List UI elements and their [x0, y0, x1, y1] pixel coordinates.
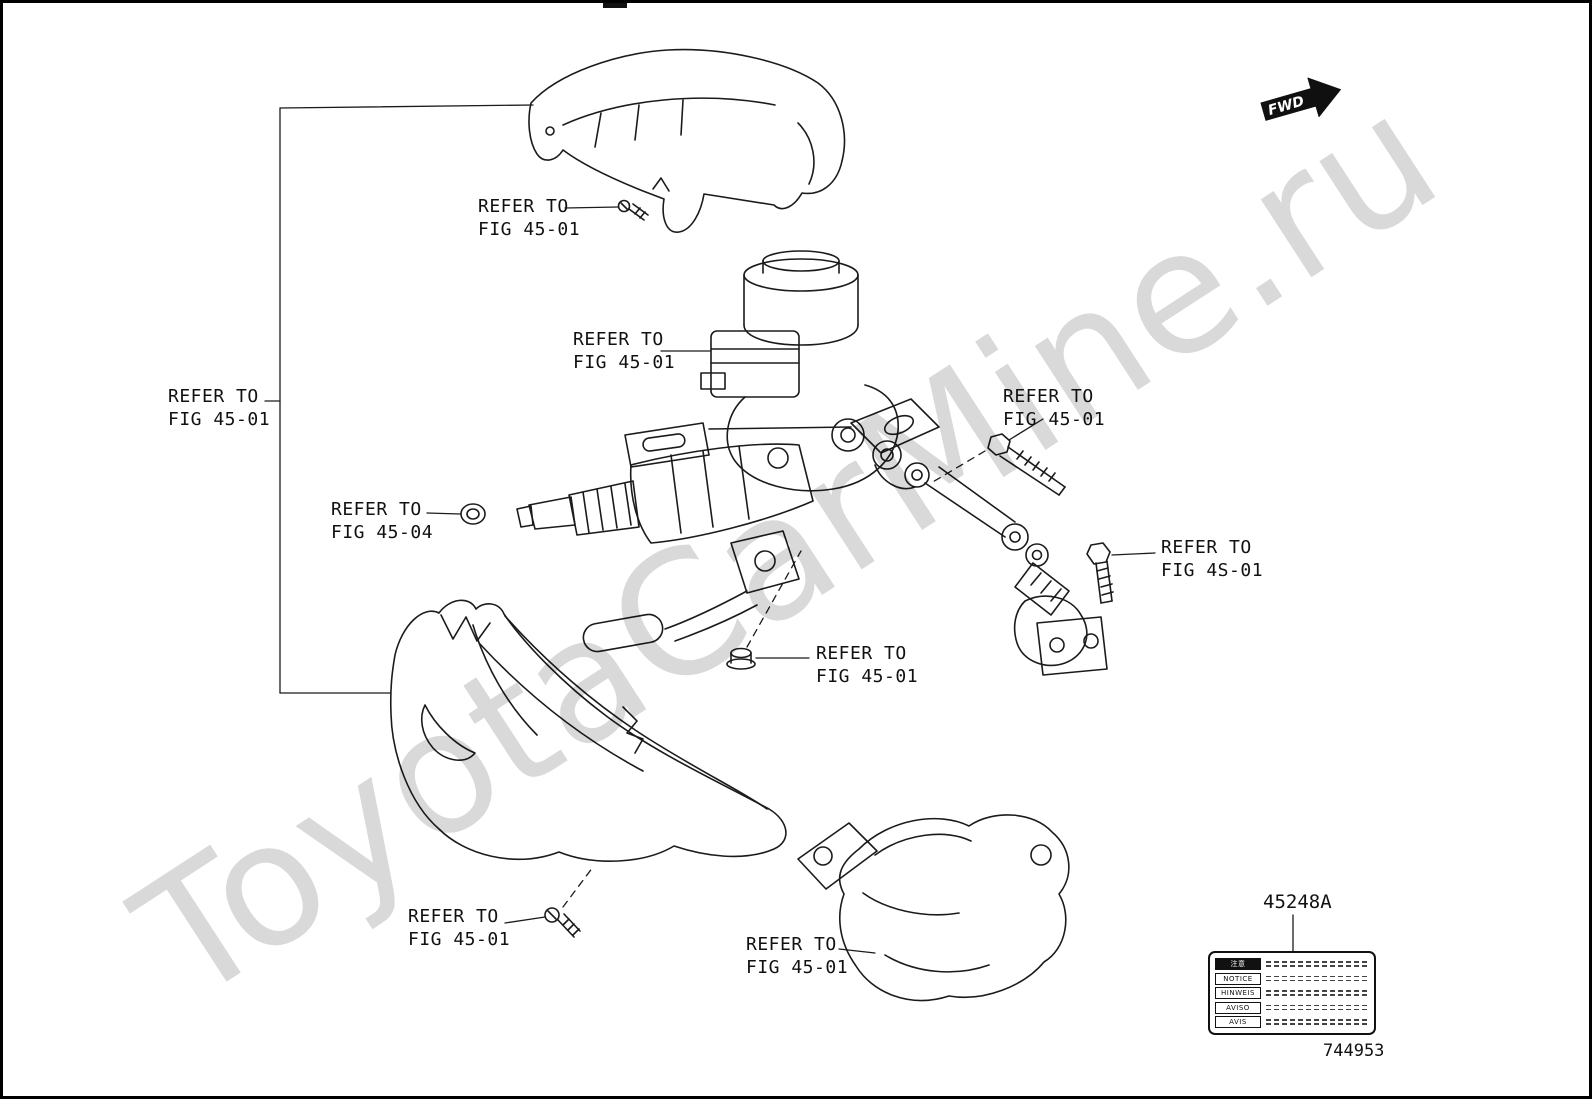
plate-row: HINWEIS: [1215, 987, 1369, 1000]
plate-dashed-text: [1266, 974, 1369, 984]
column-tube-drawing: [516, 443, 814, 544]
fwd-label: FWD: [1266, 93, 1306, 118]
callout-lower-joint-bolt: REFER TO FIG 4S-01: [1161, 536, 1263, 582]
callout-lower-cover-screw: REFER TO FIG 45-01: [408, 905, 510, 951]
lower-column-cover-drawing: [389, 599, 787, 862]
callout-line: FIG 45-01: [478, 219, 581, 240]
column-grommet-drawing: [460, 503, 486, 525]
callout-line: REFER TO: [331, 499, 422, 520]
callout-upper-joint-bolt: REFER TO FIG 45-01: [1003, 385, 1105, 431]
joint-bolt-upper-drawing: [987, 433, 1066, 496]
callout-line: REFER TO: [478, 196, 569, 217]
callout-line: REFER TO: [408, 906, 499, 927]
plate-row: 注意: [1215, 958, 1369, 971]
assembly-dashed-lines: [562, 450, 986, 908]
leader-lines: [264, 104, 1294, 954]
plate-tag-jp: 注意: [1215, 958, 1261, 970]
plate-dashed-text: [1266, 988, 1369, 998]
column-hole-cover-drawing: [797, 814, 1070, 1002]
part-number-label: 45248A: [1263, 891, 1332, 913]
callout-line: REFER TO: [1003, 386, 1094, 407]
steering-column-parts-drawing: FWD: [264, 3, 1341, 1002]
callout-column-grommet: REFER TO FIG 45-04: [331, 498, 433, 544]
tilt-lever-drawing: [582, 530, 800, 653]
callout-line: FIG 45-01: [1003, 409, 1106, 430]
callout-motor-assembly: REFER TO FIG 45-01: [573, 328, 675, 374]
plate-row: NOTICE: [1215, 972, 1369, 985]
callout-hole-cover: REFER TO FIG 45-01: [746, 933, 848, 979]
callout-line: FIG 45-01: [168, 409, 271, 430]
plate-dashed-text: [1266, 1017, 1369, 1027]
callout-column-nut: REFER TO FIG 45-01: [816, 642, 918, 688]
callout-line: FIG 4S-01: [1161, 560, 1264, 581]
plate-tag-aviso: AVISO: [1215, 1001, 1261, 1014]
callout-line: REFER TO: [816, 643, 907, 664]
callout-line: REFER TO: [1161, 537, 1252, 558]
callout-line: FIG 45-01: [408, 929, 511, 950]
intermediate-shaft-drawing: [872, 440, 1108, 676]
cover-screw-lower-drawing: [544, 907, 581, 938]
top-edge-artifact: [603, 3, 627, 8]
callout-line: FIG 45-01: [746, 957, 849, 978]
motor-assembly-drawing: [700, 250, 899, 492]
plate-tag-hinweis: HINWEIS: [1215, 987, 1261, 999]
callout-line: REFER TO: [573, 329, 664, 350]
callout-line: REFER TO: [168, 386, 259, 407]
callout-line: FIG 45-01: [816, 666, 919, 687]
joint-bolt-lower-drawing: [1086, 542, 1114, 604]
plate-row: AVIS: [1215, 1016, 1369, 1029]
upper-column-cover-drawing: [528, 48, 846, 233]
page-number: 744953: [1323, 1041, 1385, 1061]
plate-dashed-text: [1266, 1003, 1369, 1013]
column-nut-drawing: [726, 647, 756, 670]
plate-tag-avis: AVIS: [1215, 1016, 1261, 1028]
plate-row: AVISO: [1215, 1001, 1369, 1014]
caution-label-plate: 注意 NOTICE HINWEIS AVISO AVIS: [1208, 951, 1376, 1035]
plate-tag-notice: NOTICE: [1215, 972, 1261, 985]
cover-screw-drawing: [617, 199, 649, 221]
callout-top-screw: REFER TO FIG 45-01: [478, 195, 580, 241]
callout-line: FIG 45-01: [573, 352, 676, 373]
callout-line: REFER TO: [746, 934, 837, 955]
plate-dashed-text: [1266, 959, 1369, 969]
callout-column-covers: REFER TO FIG 45-01: [168, 385, 270, 431]
fwd-arrow-icon: FWD: [1260, 77, 1341, 121]
callout-line: FIG 45-04: [331, 522, 434, 543]
mounting-bracket-drawing: [624, 398, 940, 468]
